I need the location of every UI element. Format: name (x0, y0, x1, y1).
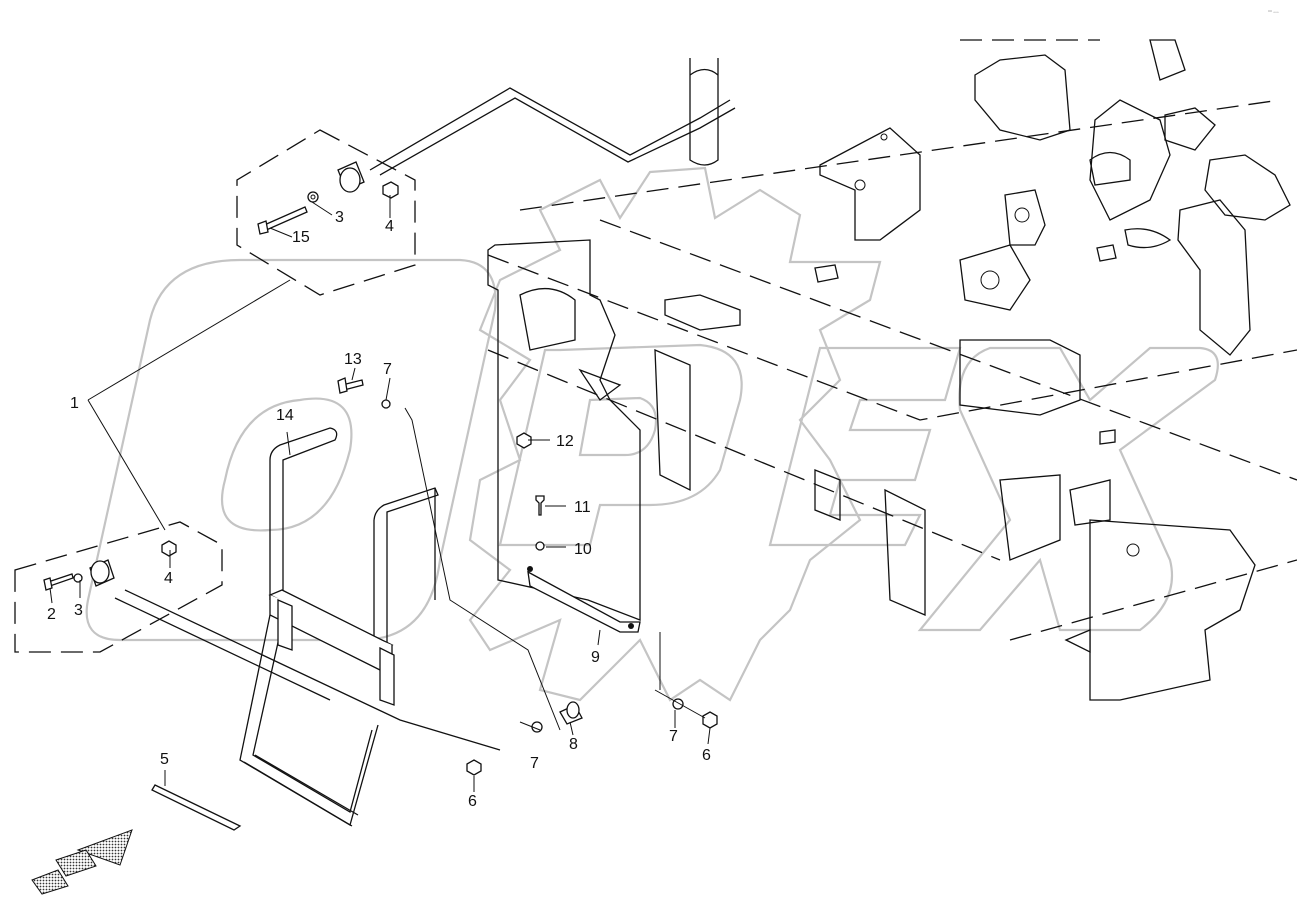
callout-label: 3 (74, 602, 83, 619)
bolt-11 (535, 495, 545, 516)
detail-view-upper (236, 129, 416, 296)
nut-upper (382, 181, 399, 199)
corner-mark: °° ▫▫▫ (1268, 10, 1279, 16)
callout-label: 6 (468, 793, 477, 810)
callout-label: 4 (385, 218, 394, 235)
detail-view-lower (14, 521, 223, 653)
watermark-letter-p (498, 343, 743, 547)
watermark-letter-o (85, 258, 497, 642)
mounting-plate (487, 239, 641, 621)
callout-label: 9 (591, 649, 600, 666)
leader-lines (49, 195, 711, 792)
callout-label: 6 (702, 747, 711, 764)
nut-12 (516, 432, 532, 449)
watermark-gear (468, 166, 882, 702)
callout-label: 7 (669, 728, 678, 745)
callout-label: 10 (574, 541, 592, 558)
washer-10 (535, 541, 545, 551)
callout-label: 8 (569, 736, 578, 753)
direction-arrow-icon (31, 829, 133, 895)
callout-label: 15 (292, 229, 310, 246)
callout-label: 1 (70, 395, 79, 412)
callout-label: 5 (160, 751, 169, 768)
hardware (337, 377, 718, 776)
callout-label: 11 (574, 499, 591, 516)
strip-5 (151, 784, 242, 831)
step-ladder (239, 427, 439, 827)
frame-structures (654, 39, 1291, 701)
vertical-post (689, 58, 719, 166)
nut-6-right (702, 711, 718, 729)
watermark-letter-e (768, 346, 962, 547)
callout-label: 2 (47, 606, 56, 623)
watermark-logo (85, 166, 1219, 702)
rod-assembly (369, 87, 736, 176)
callout-label: 7 (530, 755, 539, 772)
callout-label: 12 (556, 433, 574, 450)
nut-lower (161, 540, 177, 557)
rod-lower (114, 589, 501, 751)
bracket-9 (527, 566, 641, 633)
nut-6-left (466, 759, 482, 776)
callout-label: 3 (335, 209, 344, 226)
callout-label: 7 (383, 361, 392, 378)
washer-7-upper (381, 399, 391, 409)
frame-outline (487, 39, 1297, 641)
callout-labels: 1 2 3 3 4 4 5 6 6 7 7 7 8 9 10 11 12 13 … (47, 209, 711, 810)
callout-label: 4 (164, 570, 173, 587)
bolt-upper (261, 206, 308, 232)
callout-label: 13 (344, 351, 362, 368)
leader-1 (87, 279, 291, 531)
watermark-letter-x (917, 346, 1219, 632)
callout-label: 14 (276, 407, 294, 424)
